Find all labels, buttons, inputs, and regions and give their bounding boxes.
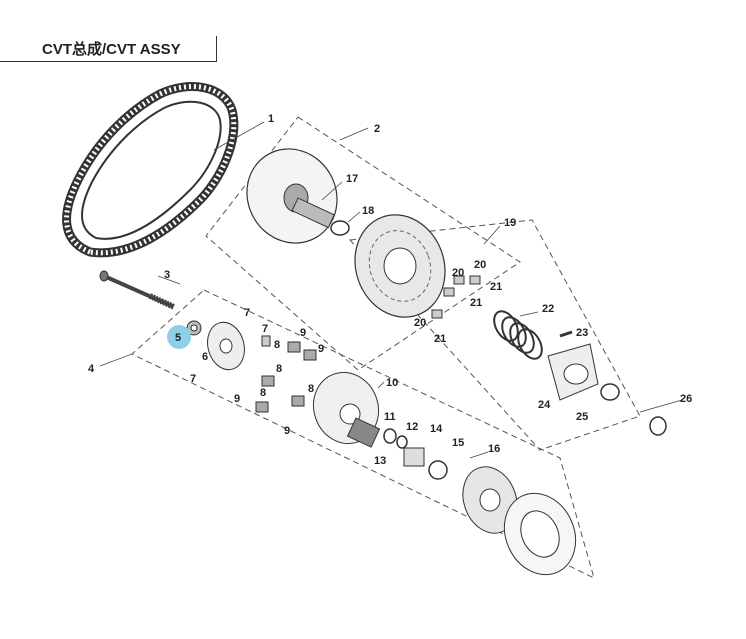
callout-24: 24 bbox=[538, 399, 551, 411]
callout-21b: 21 bbox=[470, 297, 482, 309]
callout-labels: 1 2 3 4 5 6 7 7 7 8 8 8 8 9 9 9 9 10 11 … bbox=[88, 113, 692, 467]
callout-3: 3 bbox=[164, 269, 170, 281]
cooling-fan bbox=[462, 466, 518, 534]
callout-14: 14 bbox=[430, 423, 443, 435]
drive-belt bbox=[62, 82, 239, 258]
leader-lines bbox=[99, 121, 683, 459]
group-box-clutch bbox=[131, 289, 595, 579]
callout-9d: 9 bbox=[284, 425, 290, 437]
title-box: CVT总成/CVT ASSY bbox=[0, 36, 218, 62]
callout-12: 12 bbox=[406, 421, 418, 433]
callout-4: 4 bbox=[88, 363, 95, 375]
slider-parts bbox=[431, 275, 481, 319]
callout-highlight bbox=[167, 325, 191, 349]
cover-plate bbox=[503, 492, 577, 576]
callout-16: 16 bbox=[488, 443, 500, 455]
callout-8c: 8 bbox=[308, 383, 314, 395]
title-divider-horizontal bbox=[0, 61, 217, 62]
ramp-plate bbox=[207, 321, 245, 371]
movable-pulley bbox=[354, 214, 446, 318]
callout-23: 23 bbox=[576, 327, 588, 339]
callout-8d: 8 bbox=[260, 387, 266, 399]
callout-2: 2 bbox=[374, 123, 380, 135]
callout-17: 17 bbox=[346, 173, 358, 185]
diagram-title: CVT总成/CVT ASSY bbox=[42, 41, 181, 58]
drive-pulley-face bbox=[246, 148, 338, 244]
callout-15: 15 bbox=[452, 437, 464, 449]
callout-8a: 8 bbox=[274, 339, 280, 351]
o-ring-26 bbox=[649, 416, 667, 436]
pin bbox=[559, 330, 573, 338]
callout-7c: 7 bbox=[190, 373, 196, 385]
nut-highlighted bbox=[186, 320, 202, 336]
callout-21c: 21 bbox=[434, 333, 446, 345]
callout-22: 22 bbox=[542, 303, 554, 315]
callout-20b: 20 bbox=[474, 259, 486, 271]
callout-18: 18 bbox=[362, 205, 374, 217]
bearing bbox=[403, 447, 448, 480]
callout-20a: 20 bbox=[452, 267, 464, 279]
callout-20c: 20 bbox=[414, 317, 426, 329]
spring bbox=[493, 310, 543, 360]
o-ring bbox=[330, 220, 350, 236]
group-box-driven-pulley bbox=[348, 219, 641, 451]
long-bolt bbox=[99, 270, 176, 310]
callout-8b: 8 bbox=[276, 363, 282, 375]
callout-9b: 9 bbox=[318, 343, 324, 355]
callout-9c: 9 bbox=[234, 393, 240, 405]
title-divider-vertical bbox=[216, 36, 217, 62]
circlip bbox=[600, 383, 620, 401]
spring-seat bbox=[547, 343, 599, 401]
clutch-hub bbox=[346, 417, 408, 449]
callout-7b: 7 bbox=[262, 323, 268, 335]
callout-26: 26 bbox=[680, 393, 692, 405]
group-box-drive-pulley bbox=[205, 116, 521, 371]
callout-6: 6 bbox=[202, 351, 208, 363]
callout-21a: 21 bbox=[490, 281, 502, 293]
callout-7a: 7 bbox=[244, 307, 250, 319]
callout-9a: 9 bbox=[300, 327, 306, 339]
callout-25: 25 bbox=[576, 411, 588, 423]
callout-5: 5 bbox=[175, 332, 181, 344]
callout-11: 11 bbox=[384, 411, 396, 423]
callout-1: 1 bbox=[268, 113, 274, 125]
callout-10: 10 bbox=[386, 377, 398, 389]
clutch-pulley bbox=[313, 371, 379, 445]
rollers bbox=[255, 335, 317, 413]
callout-13: 13 bbox=[374, 455, 386, 467]
callout-19: 19 bbox=[504, 217, 516, 229]
